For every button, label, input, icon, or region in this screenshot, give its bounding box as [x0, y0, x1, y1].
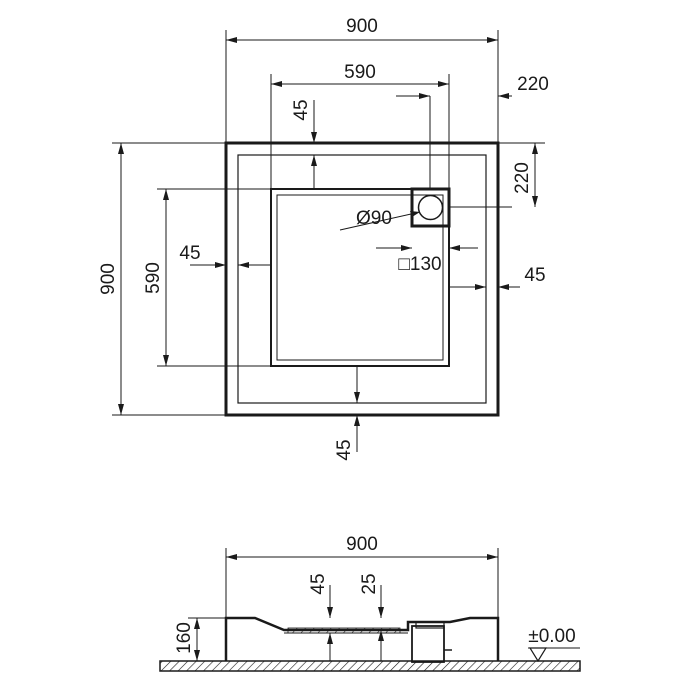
level-marker — [528, 647, 548, 663]
drain-channel — [287, 627, 401, 634]
dim-drain-diameter: Ø90 — [356, 208, 392, 229]
dim-rim-right: 45 — [524, 265, 545, 286]
dim-inner-height: 590 — [143, 262, 164, 294]
tray-basin-outline — [270, 188, 450, 367]
tray-section-profile — [224, 616, 500, 661]
dim-section-depth-25: 25 — [359, 573, 380, 594]
dim-section-height: 160 — [174, 622, 195, 654]
drain-trap — [411, 625, 445, 663]
tray-basin-inner-line — [276, 194, 444, 361]
plan-view: 900 590 45 220 220 Ø90 □1 — [98, 16, 549, 461]
dim-inner-width: 590 — [344, 62, 376, 83]
dim-drain-offset: 220 — [517, 74, 549, 95]
dim-drain-box: □130 — [398, 254, 441, 275]
dim-section-depth-45: 45 — [308, 573, 329, 594]
dim-overall-height: 900 — [98, 263, 119, 295]
dim-rim-top: 45 — [291, 99, 312, 120]
floor-hatch — [159, 660, 581, 672]
section-view: 900 45 25 160 ±0.00 — [159, 534, 581, 672]
dim-section-width: 900 — [346, 534, 378, 555]
tray-rim-outline — [237, 154, 487, 404]
dim-overall-width: 900 — [346, 16, 378, 37]
drain-circle — [417, 194, 444, 221]
floor-level-label: ±0.00 — [528, 626, 575, 647]
dim-rim-bottom: 45 — [334, 439, 355, 460]
dim-drain-offset-side: 220 — [512, 162, 533, 194]
tray-outer-outline — [224, 141, 500, 417]
dim-rim-left: 45 — [179, 243, 200, 264]
